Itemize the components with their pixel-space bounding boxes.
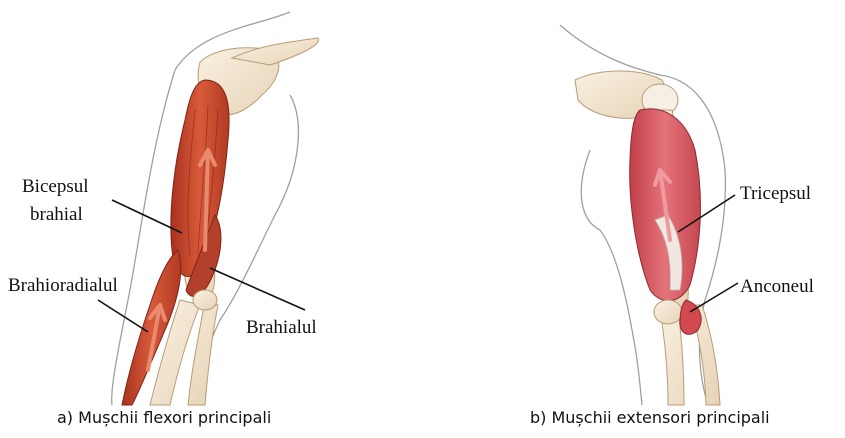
triceps-label: Tricepsul bbox=[740, 183, 811, 204]
extensor-caption: b) Mușchii extensori principali bbox=[530, 408, 770, 427]
brachialis-leader-line bbox=[210, 268, 305, 310]
flexor-caption: a) Mușchii flexori principali bbox=[57, 408, 271, 427]
extensor-arm-figure: Tricepsul Anconeul bbox=[560, 25, 814, 405]
anconeus-leader-line bbox=[690, 283, 738, 312]
brachioradialis-label: Brahioradialul bbox=[8, 275, 118, 296]
biceps-label-line2: brahial bbox=[30, 204, 83, 225]
brachialis-label: Brahialul bbox=[246, 317, 317, 338]
biceps-label-line1: Bicepsul bbox=[22, 176, 89, 197]
anconeus-label: Anconeul bbox=[740, 276, 814, 297]
flexor-arm-figure: Bicepsul brahial Brahioradialul Brahialu… bbox=[8, 12, 318, 405]
right-elbow-joint bbox=[654, 300, 682, 324]
left-elbow-joint bbox=[193, 290, 217, 310]
